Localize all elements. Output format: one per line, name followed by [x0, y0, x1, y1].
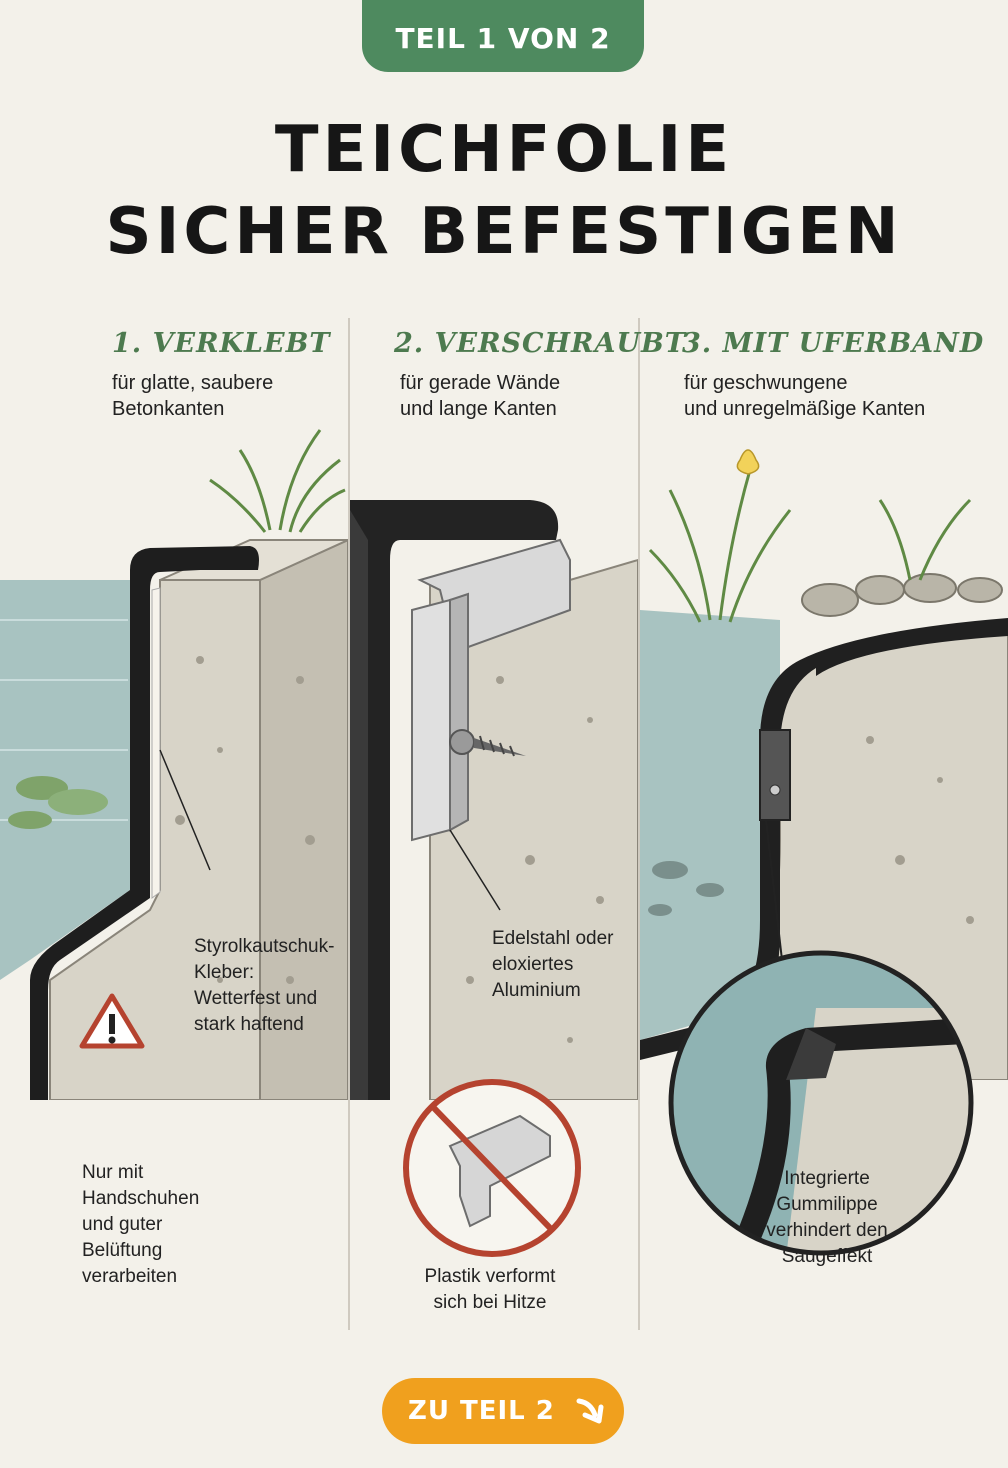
subtitle-line: und unregelmäßige Kanten	[684, 398, 926, 420]
column-subtitle: für geschwungene und unregelmäßige Kante…	[684, 370, 1004, 422]
warning-line: Handschuhen	[82, 1188, 200, 1209]
column-heading: 1. VERKLEBT	[112, 328, 331, 359]
plastic-warning: Plastik verformt sich bei Hitze	[398, 1264, 582, 1316]
callout-line-text: Edelstahl oder	[492, 928, 614, 949]
subtitle-line: für gerade Wände	[400, 372, 561, 394]
subtitle-line: für glatte, saubere	[112, 372, 274, 394]
next-part-button[interactable]: ZU TEIL 2	[382, 1378, 624, 1444]
callout-line-text: verhindert den	[766, 1220, 888, 1241]
lily-pads	[8, 776, 108, 829]
callout-line-text: Integrierte	[784, 1168, 870, 1189]
callout-line	[449, 829, 501, 911]
pebbles	[648, 861, 724, 916]
grass	[209, 429, 346, 533]
column-divider	[348, 318, 350, 1330]
glued-edge-illustration	[0, 429, 348, 1100]
liner-shade	[350, 510, 368, 1100]
no-plastic-icon	[403, 1079, 581, 1257]
water	[640, 610, 780, 1040]
iris-flower-icon	[736, 449, 760, 475]
callout-line-text: Aluminium	[492, 980, 581, 1001]
edge-band-illustration	[640, 449, 1008, 1080]
metal-profile	[411, 538, 571, 842]
callout-line-text: Saugeffekt	[781, 1246, 873, 1267]
bank-stones	[801, 573, 1003, 617]
callout-line	[159, 749, 211, 871]
clip-screw	[769, 784, 781, 796]
column-subtitle: für glatte, saubere Betonkanten	[112, 370, 412, 422]
rubber-lip-callout: Integrierte Gummilippe verhindert den Sa…	[752, 1166, 902, 1270]
pond-liner	[350, 500, 559, 1100]
arrow-down-right-icon	[576, 1398, 604, 1424]
rubber-lip-detail	[668, 950, 974, 1256]
adhesive-callout: Styrolkautschuk- Kleber: Wetterfest und …	[194, 934, 334, 1038]
column-subtitle: für gerade Wände und lange Kanten	[400, 370, 700, 422]
concrete-texture	[466, 676, 604, 1043]
subtitle-line: Betonkanten	[112, 398, 225, 420]
callout-line-text: Gummilippe	[776, 1194, 878, 1215]
subtitle-line: und lange Kanten	[400, 398, 557, 420]
screw	[449, 729, 526, 757]
callout-line-text: stark haftend	[194, 1014, 304, 1035]
callout-line-text: Styrolkautschuk-	[194, 936, 335, 957]
warning-line: Plastik verformt	[424, 1266, 556, 1287]
gloves-warning: Nur mit Handschuhen und guter Belüftung …	[82, 1160, 199, 1290]
warning-line: Belüftung	[82, 1240, 163, 1261]
page-title-line-2: SICHER BEFESTIGEN	[105, 195, 903, 269]
warning-line: verarbeiten	[82, 1266, 178, 1287]
callout-line-text: Wetterfest und	[194, 988, 318, 1009]
part-badge: TEIL 1 VON 2	[362, 0, 644, 72]
pond-liner	[30, 546, 259, 1100]
subtitle-line: für geschwungene	[684, 372, 848, 394]
next-part-label: ZU TEIL 2	[408, 1396, 555, 1426]
warning-line: und guter	[82, 1214, 163, 1235]
warning-icon	[79, 993, 145, 1049]
water-ripples	[0, 619, 128, 821]
callout-line-text: eloxiertes	[492, 954, 574, 975]
warning-line: sich bei Hitze	[433, 1292, 547, 1313]
callout-line-text: Kleber:	[194, 962, 255, 983]
material-callout: Edelstahl oder eloxiertes Aluminium	[492, 926, 613, 1004]
screwed-edge-illustration	[350, 500, 638, 1100]
warning-line: Nur mit	[82, 1162, 144, 1183]
reeds	[648, 469, 972, 623]
adhesive-layer	[151, 587, 161, 899]
column-heading: 3. MIT UFERBAND	[682, 328, 985, 359]
page-title-line-1: TEICHFOLIE	[274, 113, 734, 187]
column-divider	[638, 318, 640, 1330]
column-heading: 2. VERSCHRAUBT	[394, 328, 686, 359]
band-clip	[759, 729, 791, 821]
